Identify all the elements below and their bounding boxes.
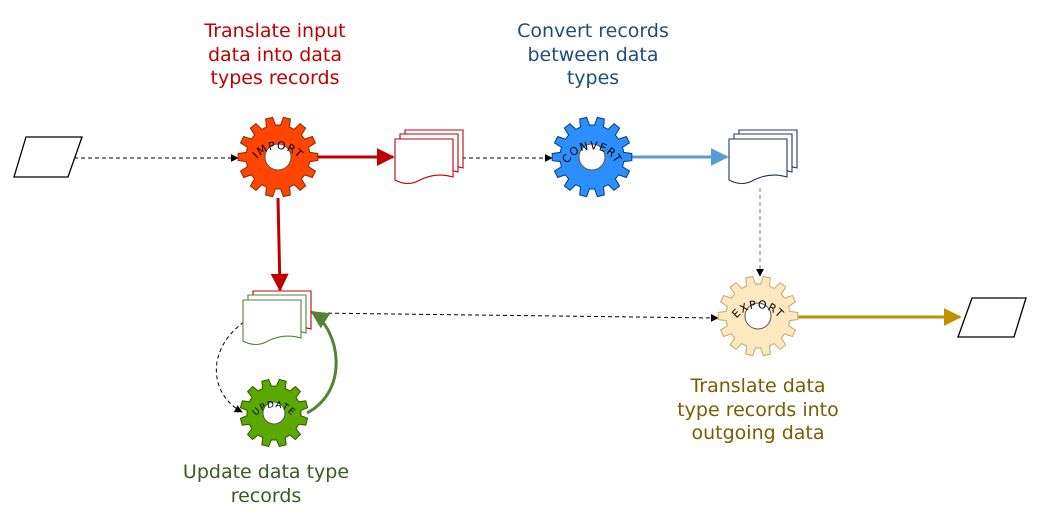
convert-gear-icon: CONVERT — [551, 116, 633, 198]
update-gear-icon: UPDATE — [239, 378, 309, 448]
import-gear-icon: IMPORT — [237, 116, 319, 198]
output-data-shape — [957, 297, 1027, 338]
imported-records-stack — [394, 129, 464, 185]
export-caption: Translate data type records into outgoin… — [677, 375, 839, 444]
import-to-green-records-arrow — [270, 197, 289, 292]
data-type-records-stack — [242, 290, 312, 346]
export-gear-label: EXPORT — [729, 298, 786, 321]
import-caption: Translate input data into data types rec… — [204, 20, 346, 89]
converted-records-stack — [728, 129, 798, 185]
import-gear-label: IMPORT — [250, 139, 306, 161]
update-caption: Update data type records — [182, 461, 350, 507]
records-to-update-connector — [215, 321, 245, 413]
update-to-records-arrow — [306, 310, 338, 415]
green-records-to-export-connector — [313, 312, 719, 322]
export-gear-icon: EXPORT — [717, 275, 799, 357]
input-data-shape — [13, 136, 83, 178]
convert-caption: Convert records between data types — [517, 20, 669, 89]
